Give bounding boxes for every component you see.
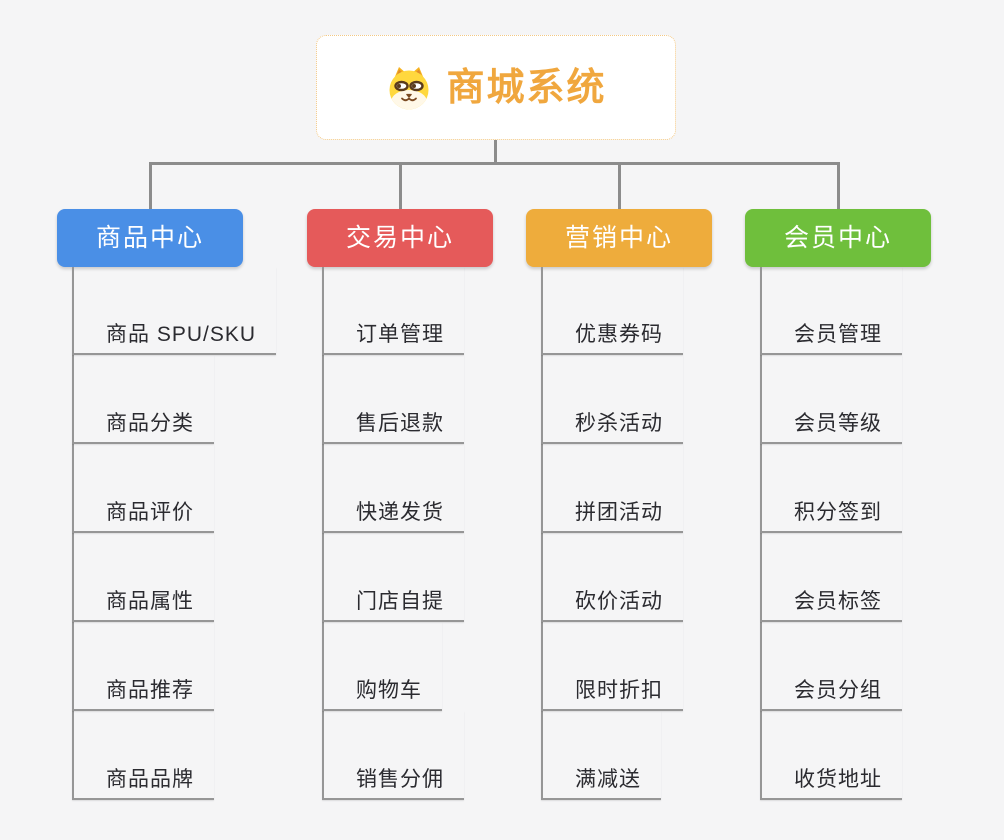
topic-label: 优惠券码 (575, 323, 663, 346)
connector-bus (149, 162, 839, 165)
topic-label: 门店自提 (356, 590, 444, 613)
topic-item[interactable]: 优惠券码 (541, 267, 683, 355)
branch-node-label: 营销中心 (564, 223, 673, 252)
topic-item[interactable]: 秒杀活动 (541, 355, 683, 444)
topic-item[interactable]: 销售分佣 (322, 711, 464, 800)
connector-drop-member (837, 162, 840, 210)
topic-item[interactable]: 会员分组 (760, 622, 902, 711)
topic-label: 购物车 (356, 679, 422, 702)
topic-label: 订单管理 (356, 323, 444, 346)
topic-item[interactable]: 拼团活动 (541, 444, 683, 533)
topic-item[interactable]: 会员等级 (760, 355, 902, 444)
topic-label: 快递发货 (356, 501, 444, 524)
root-node-label: 商城系统 (446, 66, 607, 109)
topic-item[interactable]: 商品推荐 (72, 622, 214, 711)
topic-label: 秒杀活动 (575, 412, 663, 435)
branch-node-label: 交易中心 (345, 223, 454, 252)
topic-item[interactable]: 会员管理 (760, 267, 902, 355)
topic-label: 收货地址 (794, 768, 882, 791)
topic-item[interactable]: 商品品牌 (72, 711, 214, 800)
topic-label: 商品 SPU/SKU (106, 323, 257, 346)
topic-label: 商品评价 (106, 501, 194, 524)
topic-item[interactable]: 快递发货 (322, 444, 464, 533)
connector-drop-product (149, 162, 152, 210)
connector-drop-trade (399, 162, 402, 210)
topic-label: 会员分组 (794, 679, 882, 702)
shiba-dog-icon (389, 66, 429, 109)
connector-drop-marketing (618, 162, 621, 210)
root-node-mall-system[interactable]: 商城系统 (316, 35, 676, 140)
topic-item[interactable]: 收货地址 (760, 711, 902, 800)
topic-label: 商品推荐 (106, 679, 194, 702)
topic-label: 会员标签 (794, 590, 882, 613)
branch-node-member-center[interactable]: 会员中心 (745, 209, 931, 267)
topic-label: 商品分类 (106, 412, 194, 435)
topic-column-product: 商品 SPU/SKU 商品分类 商品评价 商品属性 商品推荐 商品品牌 (72, 267, 277, 800)
topic-item[interactable]: 购物车 (322, 622, 442, 711)
branch-node-label: 会员中心 (783, 223, 892, 252)
branch-node-marketing-center[interactable]: 营销中心 (526, 209, 712, 267)
topic-item[interactable]: 商品分类 (72, 355, 214, 444)
topic-label: 限时折扣 (575, 679, 663, 702)
topic-label: 销售分佣 (356, 768, 444, 791)
topic-column-member: 会员管理 会员等级 积分签到 会员标签 会员分组 收货地址 (760, 267, 902, 800)
topic-item[interactable]: 商品评价 (72, 444, 214, 533)
topic-label: 满减送 (575, 768, 641, 791)
branch-node-trade-center[interactable]: 交易中心 (307, 209, 493, 267)
topic-label: 拼团活动 (575, 501, 663, 524)
topic-column-trade: 订单管理 售后退款 快递发货 门店自提 购物车 销售分佣 (322, 267, 464, 800)
topic-item[interactable]: 商品属性 (72, 533, 214, 622)
topic-item[interactable]: 售后退款 (322, 355, 464, 444)
topic-item[interactable]: 会员标签 (760, 533, 902, 622)
branch-node-product-center[interactable]: 商品中心 (57, 209, 243, 267)
topic-item[interactable]: 订单管理 (322, 267, 464, 355)
branch-node-label: 商品中心 (95, 223, 204, 252)
topic-label: 砍价活动 (575, 590, 663, 613)
topic-item[interactable]: 积分签到 (760, 444, 902, 533)
topic-label: 售后退款 (356, 412, 444, 435)
topic-item[interactable]: 商品 SPU/SKU (72, 267, 277, 355)
topic-label: 商品品牌 (106, 768, 194, 791)
topic-column-marketing: 优惠券码 秒杀活动 拼团活动 砍价活动 限时折扣 满减送 (541, 267, 683, 800)
topic-label: 积分签到 (794, 501, 882, 524)
topic-item[interactable]: 砍价活动 (541, 533, 683, 622)
topic-item[interactable]: 门店自提 (322, 533, 464, 622)
connector-root-stem (494, 140, 497, 164)
topic-label: 会员等级 (794, 412, 882, 435)
topic-item[interactable]: 限时折扣 (541, 622, 683, 711)
topic-label: 商品属性 (106, 590, 194, 613)
topic-label: 会员管理 (794, 323, 882, 346)
topic-item[interactable]: 满减送 (541, 711, 661, 800)
